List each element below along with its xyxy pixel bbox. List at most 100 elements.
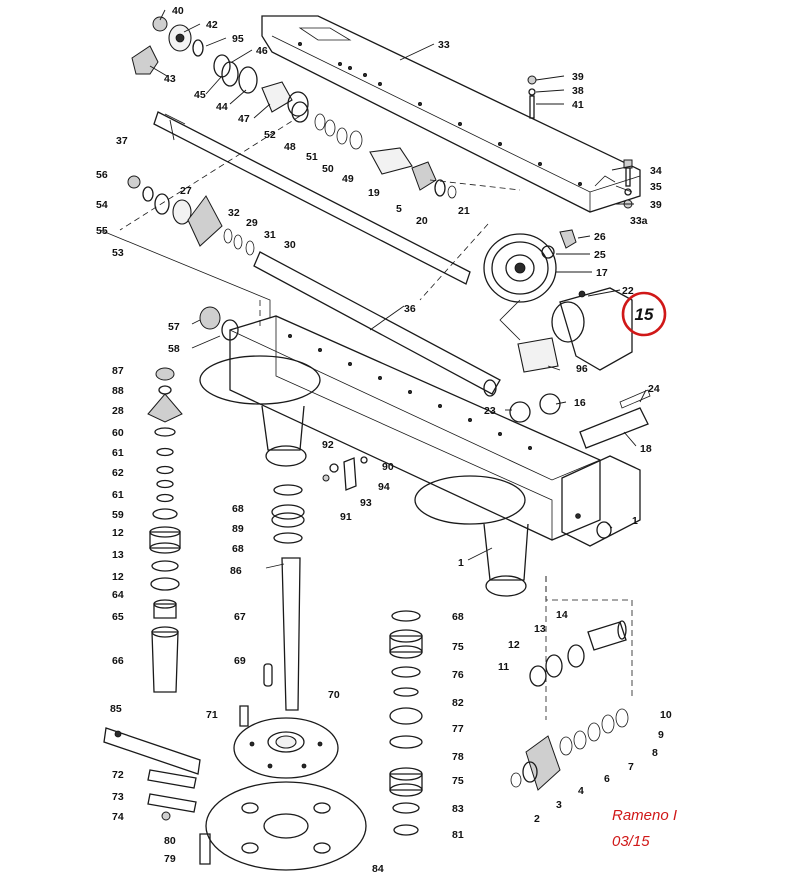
label-44: 44 xyxy=(216,101,228,113)
label-72: 72 xyxy=(112,769,124,781)
label-27: 27 xyxy=(180,185,192,197)
pinion-19 xyxy=(369,147,457,199)
right-vertical-stack xyxy=(389,610,423,836)
label-29: 29 xyxy=(246,217,258,229)
label-66: 66 xyxy=(112,655,124,667)
label-65: 65 xyxy=(112,611,124,623)
label-3: 3 xyxy=(556,799,562,811)
label-84: 84 xyxy=(372,863,384,875)
label-64: 64 xyxy=(112,589,124,601)
channel-33 xyxy=(261,15,641,213)
label-75-bottom: 75 xyxy=(452,775,464,787)
label-45: 45 xyxy=(194,89,206,101)
label-1-left: 1 xyxy=(458,557,464,569)
label-83: 83 xyxy=(452,803,464,815)
label-70: 70 xyxy=(328,689,340,701)
label-55: 55 xyxy=(96,225,108,237)
label-67: 67 xyxy=(234,611,246,623)
label-95: 95 xyxy=(232,33,244,45)
label-81: 81 xyxy=(452,829,464,841)
label-43: 43 xyxy=(164,73,176,85)
label-49: 49 xyxy=(342,173,354,185)
shaft-18-group xyxy=(509,389,651,449)
label-89: 89 xyxy=(232,523,244,535)
label-21: 21 xyxy=(458,205,470,217)
label-68-mid: 68 xyxy=(232,543,244,555)
label-24: 24 xyxy=(648,383,660,395)
leader-lines xyxy=(149,9,647,561)
callout-label: 15 xyxy=(635,305,654,324)
label-78: 78 xyxy=(452,751,464,763)
beam-holes xyxy=(287,333,533,450)
reference-note: Rameno I 03/15 xyxy=(612,807,677,850)
label-19: 19 xyxy=(368,187,380,199)
part-labels: 40 42 95 46 43 45 44 47 52 48 51 50 49 1… xyxy=(96,5,672,875)
label-86: 86 xyxy=(230,565,242,577)
label-12-mid: 12 xyxy=(112,571,124,583)
label-48: 48 xyxy=(284,141,296,153)
label-37: 37 xyxy=(116,135,128,147)
label-32: 32 xyxy=(228,207,240,219)
label-31: 31 xyxy=(264,229,276,241)
label-41: 41 xyxy=(572,99,584,111)
label-25: 25 xyxy=(594,249,606,261)
label-18: 18 xyxy=(640,443,652,455)
label-85: 85 xyxy=(110,703,122,715)
callout-circle xyxy=(621,291,667,337)
label-34: 34 xyxy=(650,165,662,177)
left-vertical-stack xyxy=(147,367,183,693)
label-58: 58 xyxy=(168,343,180,355)
label-33a: 33a xyxy=(630,215,648,227)
label-79: 79 xyxy=(164,853,176,865)
label-68-right: 68 xyxy=(452,611,464,623)
label-47: 47 xyxy=(238,113,250,125)
label-17: 17 xyxy=(596,267,608,279)
label-26: 26 xyxy=(594,231,606,243)
label-28: 28 xyxy=(112,405,124,417)
label-54: 54 xyxy=(96,199,108,211)
label-56: 56 xyxy=(96,169,108,181)
label-87: 87 xyxy=(112,365,124,377)
center-vertical-stack xyxy=(263,484,305,711)
label-92: 92 xyxy=(322,439,334,451)
label-71: 71 xyxy=(206,709,218,721)
label-6: 6 xyxy=(604,773,610,785)
reference-line-2: 03/15 xyxy=(612,833,650,850)
label-10: 10 xyxy=(660,709,672,721)
label-42: 42 xyxy=(206,19,218,31)
label-1-right: 1 xyxy=(632,515,638,527)
label-38: 38 xyxy=(572,85,584,97)
label-33: 33 xyxy=(438,39,450,51)
label-14: 14 xyxy=(556,609,568,621)
label-76: 76 xyxy=(452,669,464,681)
label-60: 60 xyxy=(112,427,124,439)
label-77: 77 xyxy=(452,723,464,735)
shaft-37 xyxy=(153,111,471,285)
label-39-top: 39 xyxy=(572,71,584,83)
label-50: 50 xyxy=(322,163,334,175)
label-35: 35 xyxy=(650,181,662,193)
label-53: 53 xyxy=(112,247,124,259)
label-75-top: 75 xyxy=(452,641,464,653)
bearing-57 xyxy=(199,306,239,341)
label-51: 51 xyxy=(306,151,318,163)
label-90: 90 xyxy=(382,461,394,473)
label-5: 5 xyxy=(396,203,402,215)
label-94: 94 xyxy=(378,481,390,493)
label-80: 80 xyxy=(164,835,176,847)
label-11: 11 xyxy=(498,661,509,673)
label-96: 96 xyxy=(576,363,588,375)
shaft-36 xyxy=(253,251,501,397)
label-9: 9 xyxy=(658,729,664,741)
label-69: 69 xyxy=(234,655,246,667)
label-82: 82 xyxy=(452,697,464,709)
small-parts-92 xyxy=(322,456,368,491)
label-16: 16 xyxy=(574,397,586,409)
left-gear-group xyxy=(127,175,255,256)
label-88: 88 xyxy=(112,385,124,397)
label-23: 23 xyxy=(484,405,496,417)
label-2: 2 xyxy=(534,813,540,825)
plates-85 xyxy=(103,727,201,821)
